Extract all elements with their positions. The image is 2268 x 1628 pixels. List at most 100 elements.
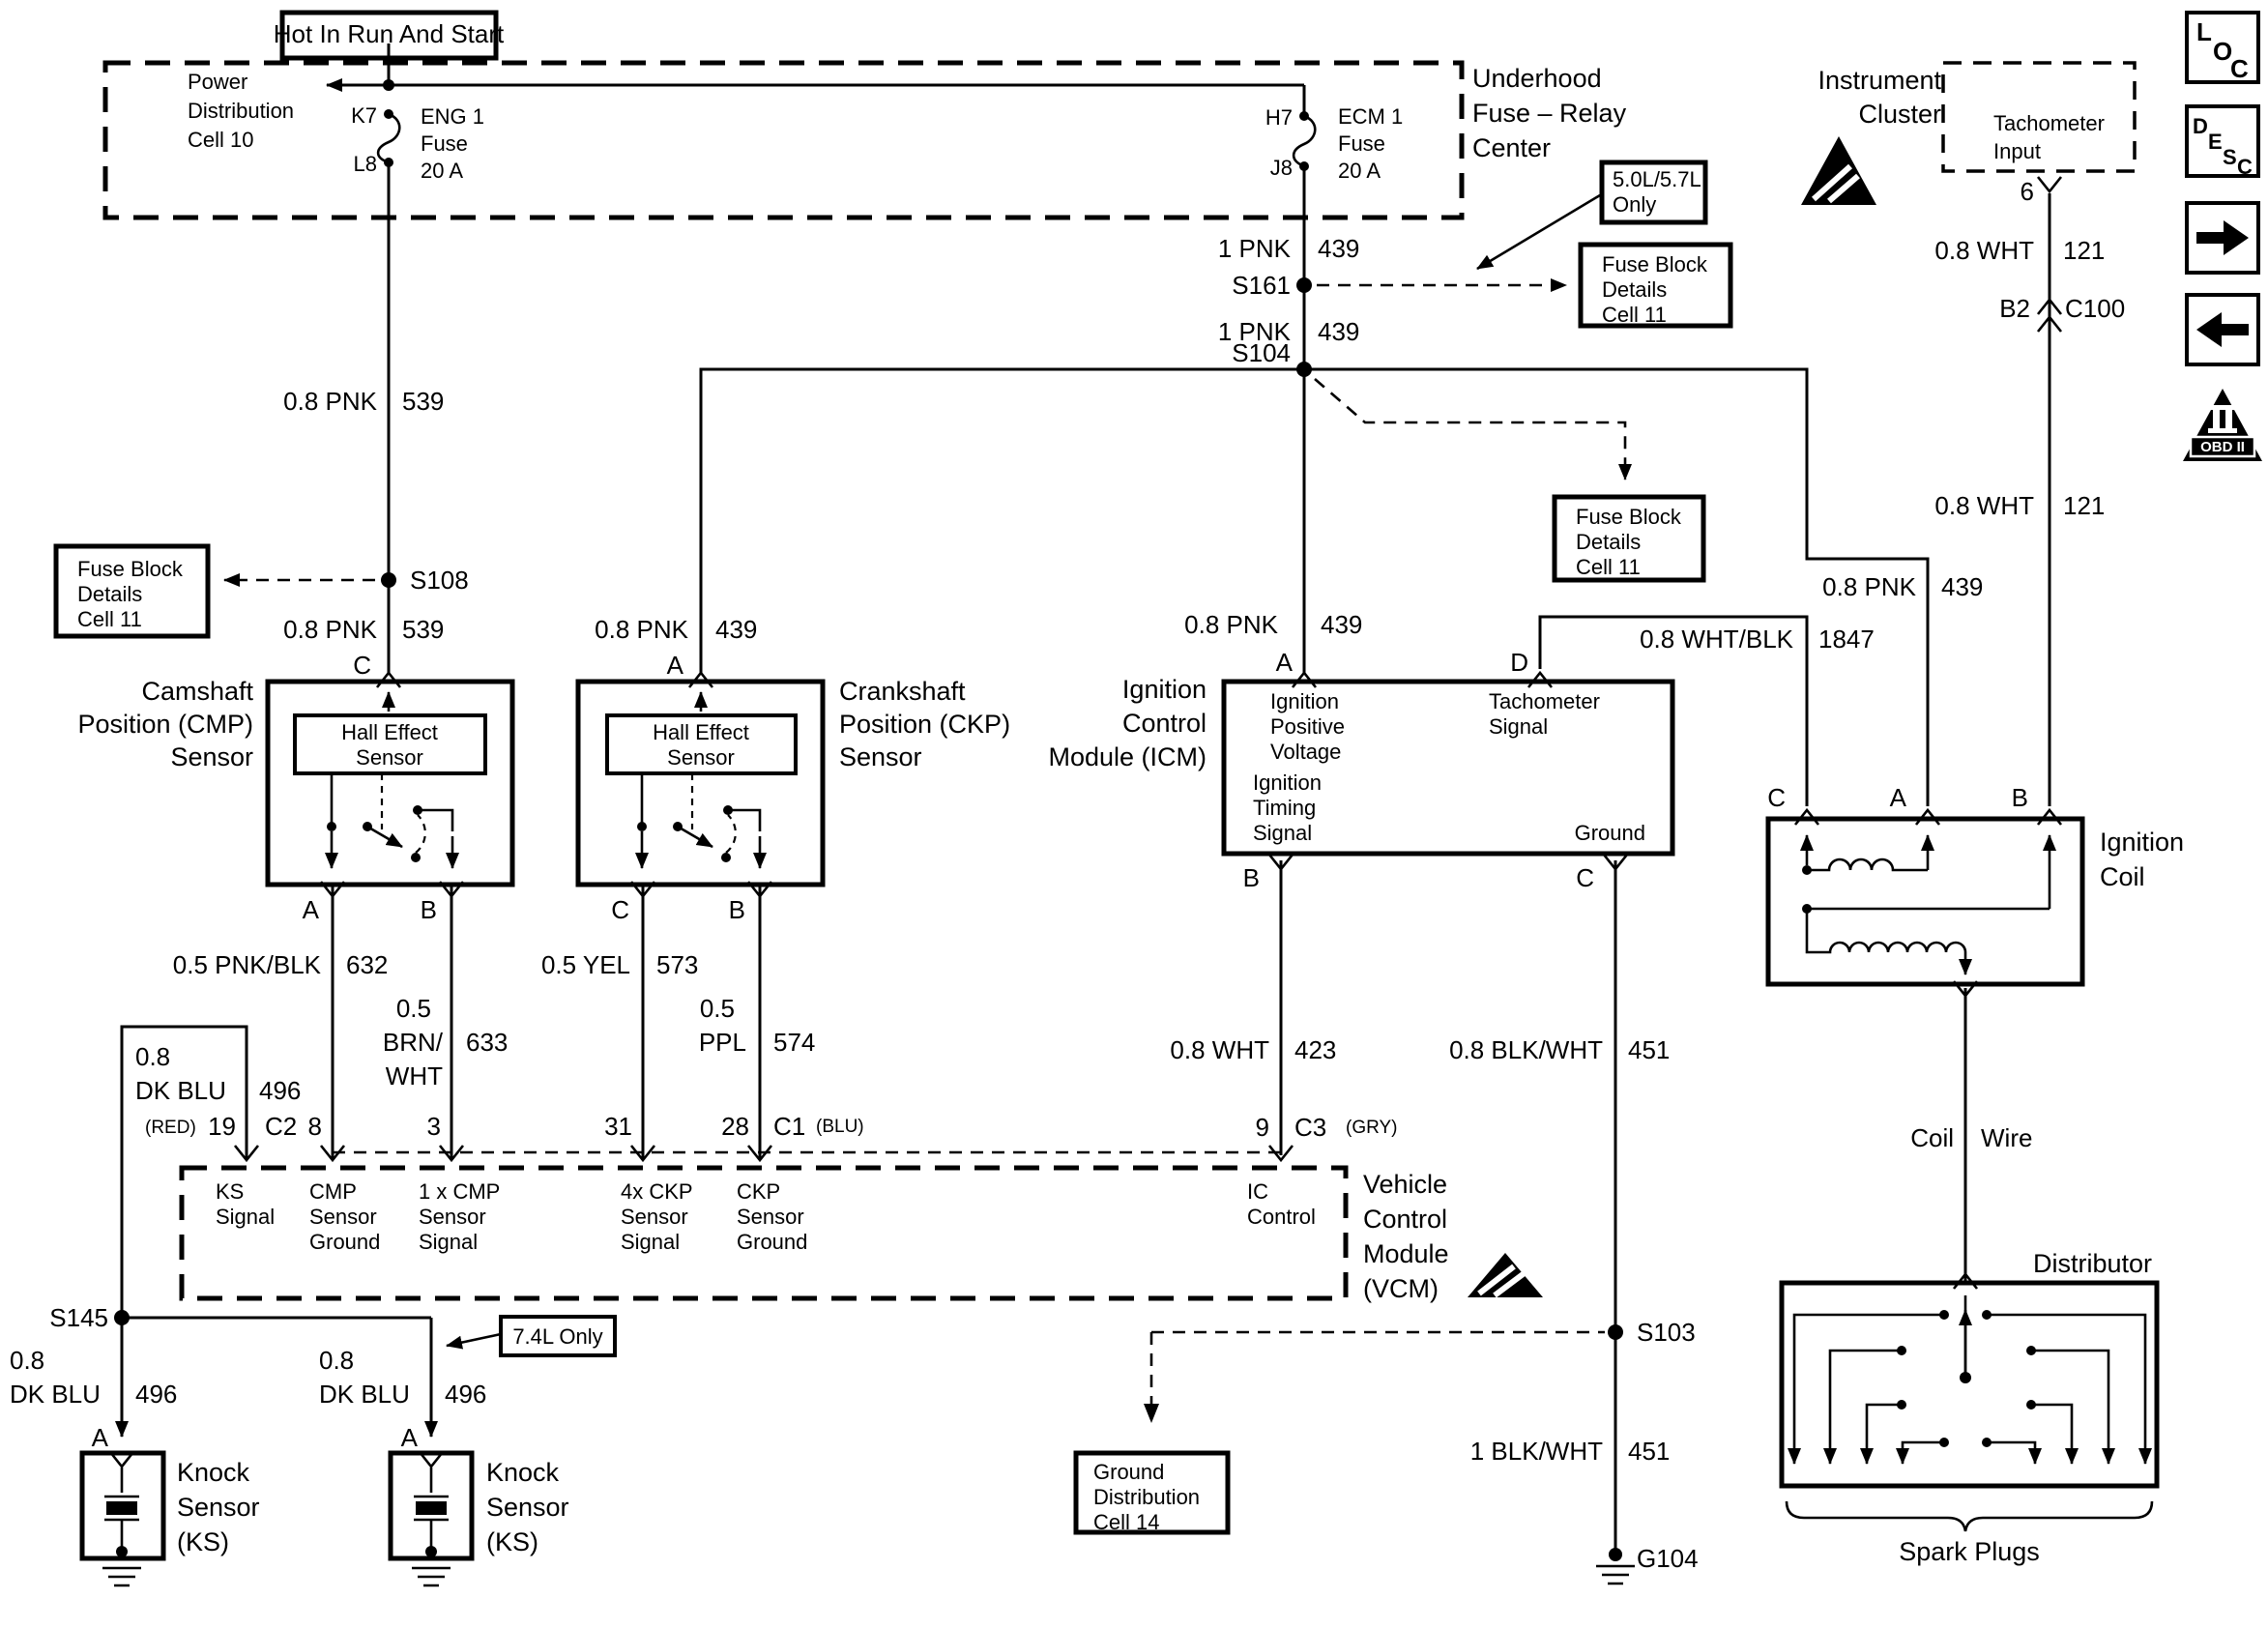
pnk439-ckp-num: 439	[715, 615, 757, 644]
cmp-feed-column: 0.8 PNK 539 S108 Fuse Block Details Cell…	[53, 162, 469, 689]
cmp-hall-line2: Sensor	[356, 745, 423, 770]
five-liter-only-box	[1599, 160, 1708, 225]
pnk539a-name: 0.8 PNK	[283, 387, 377, 416]
ks2-label-line2: Sensor	[486, 1493, 569, 1522]
ecm-fuse-line2: Fuse	[1338, 131, 1385, 156]
vcm-ks-line1: KS	[216, 1179, 244, 1204]
five-liter-line1: 5.0L/5.7L	[1613, 167, 1701, 191]
ks2-label-line1: Knock	[486, 1458, 560, 1487]
splice-column: 1 PNK 439 S161 1 PNK 439 S104 Fuse Block…	[1218, 160, 1733, 675]
ckp-sensor: 0.8 PNK 439 A Crankshaft Position (CKP) …	[575, 367, 1304, 924]
icm-pin-d-label: D	[1510, 648, 1528, 677]
esd-warning-icon-vcm	[1468, 1253, 1543, 1298]
loc-letter-c: C	[2230, 54, 2249, 83]
vcm-cmpsig-line3: Signal	[419, 1230, 478, 1254]
ks-signal-path: 0.8 DK BLU 496	[120, 1025, 301, 1318]
desc-button[interactable]: D E S C	[2185, 104, 2260, 179]
ckp-hall-box	[605, 713, 798, 775]
tach-input-line2: Input	[1993, 139, 2041, 163]
tach-input-dashed-box	[1941, 61, 2137, 173]
knock-sensor-circuit: S145 7.4L Only 0.8 DK BLU 496 0.8 DK BLU…	[10, 1303, 617, 1587]
down-arrowhead	[1144, 1404, 1159, 1423]
seven4l-only-label: 7.4L Only	[512, 1324, 602, 1349]
dkblu-r-line1: 0.8	[319, 1346, 354, 1375]
next-page-button[interactable]	[2185, 201, 2260, 275]
desc-letter-c: C	[2237, 155, 2253, 179]
pnk439-icm-name: 0.8 PNK	[1184, 610, 1278, 639]
ks1-pin-a-label: A	[92, 1423, 109, 1452]
pin3-label: 3	[427, 1112, 441, 1141]
ks1-label-line1: Knock	[177, 1458, 250, 1487]
coil-wire-label2: Wire	[1981, 1123, 2032, 1152]
c100-connector: B2 C100	[1999, 294, 2125, 334]
cmp-pin-b-label: B	[421, 895, 437, 924]
vcm-connector-row: (RED) 19 C2 8 3 31 28 C1 (BLU)	[145, 1112, 1294, 1162]
brnwht633-line3: WHT	[386, 1061, 443, 1090]
ckp-label-line3: Sensor	[839, 742, 922, 771]
cmp-label-line2: Position (CMP)	[77, 710, 253, 739]
wht423-name: 0.8 WHT	[1170, 1035, 1269, 1064]
icm-ground-label: Ground	[1575, 821, 1645, 845]
pnkblk632-num: 632	[346, 950, 388, 979]
ground-dist-line1: Ground	[1093, 1460, 1164, 1484]
ecm-fuse-line3: 20 A	[1338, 159, 1381, 183]
fuse-block1-line2: Details	[1602, 277, 1667, 302]
ckp-feed-wire	[699, 367, 1304, 675]
blu-connector-label: (BLU)	[816, 1117, 864, 1137]
instrument-label-line2: Cluster	[1858, 100, 1941, 129]
sidebar-icons: L O C D E S C OBD II	[2183, 11, 2262, 461]
vcm-cmpgnd-line2: Sensor	[309, 1205, 377, 1229]
wht121a-num: 121	[2063, 236, 2105, 265]
coil-pnk-feed-wire	[1304, 367, 1930, 806]
ks2-pin-a-label: A	[401, 1423, 419, 1452]
ckp-pin-a-label: A	[667, 651, 684, 680]
pnk439-coil-num: 439	[1941, 572, 1983, 601]
c100-label: C100	[2065, 294, 2125, 323]
coil-box	[1765, 816, 2085, 987]
s161-label: S161	[1232, 271, 1291, 300]
icm-ignpos-line3: Voltage	[1270, 740, 1341, 764]
vcm-label-line2: Control	[1363, 1205, 1447, 1234]
prev-page-button[interactable]	[2185, 293, 2260, 366]
ufrc-dashed-box	[102, 60, 1465, 220]
whtblk1847-name: 0.8 WHT/BLK	[1640, 625, 1794, 654]
brnwht633-line2: BRN/	[383, 1028, 444, 1057]
j8-label: J8	[1270, 156, 1293, 180]
splice-s103	[1608, 1324, 1623, 1340]
desc-letter-d: D	[2193, 114, 2208, 138]
spark-plugs-brace	[1785, 1500, 2154, 1532]
coil-label-line1: Ignition	[2100, 828, 2184, 857]
pnk439-upper-name: 1 PNK	[1218, 234, 1292, 263]
gry-connector-label: (GRY)	[1346, 1118, 1397, 1138]
spark-plugs-label: Spark Plugs	[1899, 1537, 2040, 1566]
ppl574-line1: 0.5	[700, 994, 735, 1023]
fuse-block-details-box-2	[1552, 494, 1706, 583]
five-liter-arrow	[1476, 193, 1601, 271]
wht423-num: 423	[1294, 1035, 1336, 1064]
coil-pin-a-label: A	[1890, 783, 1907, 812]
pnk439-icm-num: 439	[1321, 610, 1362, 639]
vcm-ks-line2: Signal	[216, 1205, 275, 1229]
pin31-label: 31	[604, 1112, 632, 1141]
icm-igntim-line1: Ignition	[1253, 770, 1322, 795]
icm-igntim-line3: Signal	[1253, 821, 1312, 845]
icm-igntim-line2: Timing	[1253, 796, 1316, 820]
loc-letter-l: L	[2196, 17, 2212, 46]
rotor-dot	[1960, 1372, 1971, 1383]
vcm-cmpsig-line2: Sensor	[419, 1205, 486, 1229]
ecm1-fuse: H7 J8 ECM 1 Fuse 20 A	[1265, 85, 1403, 183]
power-distribution-line3: Cell 10	[188, 128, 253, 152]
desc-letter-e: E	[2208, 130, 2223, 154]
vcm-label-line4: (VCM)	[1363, 1274, 1439, 1303]
loc-button[interactable]: L O C	[2185, 11, 2260, 84]
vcm-label-line1: Vehicle	[1363, 1170, 1447, 1199]
tach-input-line1: Tachometer	[1993, 111, 2105, 135]
fuse-block2-line2: Details	[1576, 530, 1641, 554]
l8-label: L8	[354, 152, 377, 176]
ic-timing-wire	[1538, 615, 1809, 806]
icm-tachsig-line1: Tachometer	[1489, 689, 1600, 713]
s104-callout-arrow	[1314, 378, 1632, 480]
ufrc-label-line1: Underhood	[1472, 64, 1602, 93]
